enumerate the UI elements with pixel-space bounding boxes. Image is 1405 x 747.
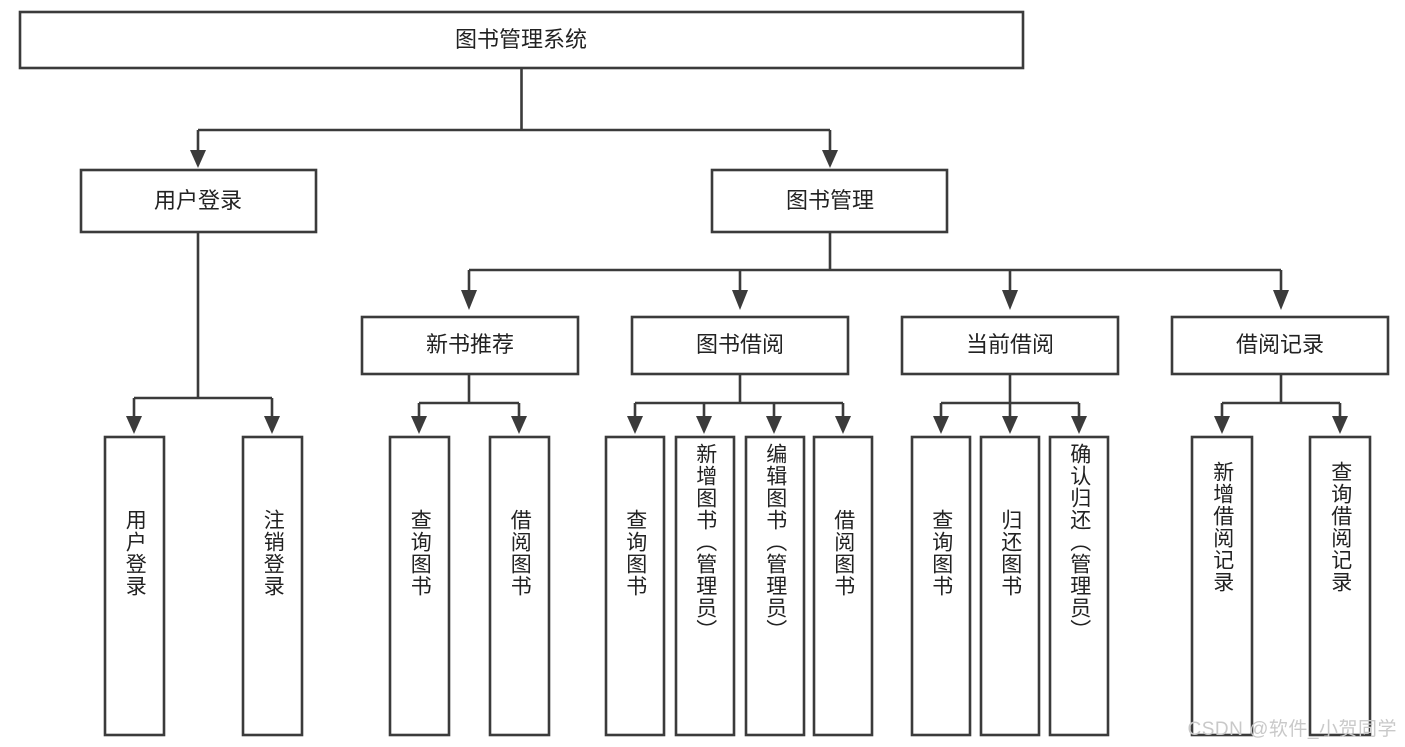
node-book-borrow-label: 图书借阅 [696, 332, 784, 357]
node-leaf-edit-book-box[interactable] [744, 435, 806, 737]
arrow-to-leaf-return-book [1002, 416, 1018, 434]
node-borrow-record-label: 借阅记录 [1236, 332, 1324, 357]
node-leaf-query-record-box[interactable] [1308, 435, 1372, 737]
node-current-borrow-box[interactable] [900, 315, 1120, 376]
node-current-borrow-label: 当前借阅 [966, 332, 1054, 357]
node-root-box[interactable] [18, 10, 1025, 70]
node-book-manage-label: 图书管理 [786, 188, 874, 213]
node-book-manage[interactable]: 图书管理 [710, 168, 949, 234]
arrow-to-leaf-edit-book [766, 416, 782, 434]
node-leaf-confirm-return-box[interactable] [1048, 435, 1110, 737]
arrow-to-leaf-user-login [126, 416, 142, 434]
node-book-manage-box[interactable] [710, 168, 949, 234]
node-leaf-user-login-box[interactable] [103, 435, 166, 737]
arrow-to-book-borrow [732, 290, 748, 310]
node-new-book-recommend-box[interactable] [360, 315, 580, 376]
node-leaf-add-record-box[interactable] [1190, 435, 1254, 737]
node-leaf-borrow-book-1-box[interactable] [488, 435, 551, 737]
node-root-label: 图书管理系统 [455, 27, 587, 52]
node-root[interactable]: 图书管理系统 [18, 10, 1025, 70]
arrow-to-leaf-borrow-book-1 [511, 416, 527, 434]
node-leaf-query-book-3-box[interactable] [910, 435, 972, 737]
arrow-to-book-manage [822, 150, 838, 168]
watermark: CSDN @软件_小贺同学 [1187, 719, 1397, 740]
arrow-to-leaf-query-book-1 [411, 416, 427, 434]
arrow-to-leaf-query-book-3 [933, 416, 949, 434]
node-user-login[interactable]: 用户登录 [79, 168, 318, 234]
arrow-to-leaf-add-record [1214, 416, 1230, 434]
arrow-to-leaf-query-record [1332, 416, 1348, 434]
node-book-borrow[interactable]: 图书借阅 [630, 315, 850, 376]
node-new-book-recommend[interactable]: 新书推荐 [360, 315, 580, 376]
node-leaf-add-book-box[interactable] [674, 435, 736, 737]
arrow-to-borrow-record [1273, 290, 1289, 310]
node-leaf-query-book-1-box[interactable] [388, 435, 451, 737]
node-leaf-return-book-box[interactable] [979, 435, 1041, 737]
node-leaf-query-book-2-box[interactable] [604, 435, 666, 737]
connector-layer [126, 68, 1348, 434]
node-new-book-recommend-label: 新书推荐 [426, 332, 514, 357]
node-borrow-record-box[interactable] [1170, 315, 1390, 376]
arrow-to-leaf-add-book [696, 416, 712, 434]
node-current-borrow[interactable]: 当前借阅 [900, 315, 1120, 376]
arrow-to-leaf-logout-login [264, 416, 280, 434]
arrow-to-leaf-confirm-return [1071, 416, 1087, 434]
arrow-to-user-login [190, 150, 206, 168]
arrow-to-current-borrow [1002, 290, 1018, 310]
node-borrow-record[interactable]: 借阅记录 [1170, 315, 1390, 376]
node-leaf-borrow-book-2-box[interactable] [812, 435, 874, 737]
node-user-login-label: 用户登录 [154, 188, 242, 213]
node-leaf-logout-login-box[interactable] [241, 435, 304, 737]
node-book-borrow-box[interactable] [630, 315, 850, 376]
node-user-login-box[interactable] [79, 168, 318, 234]
arrow-to-leaf-borrow-book-2 [835, 416, 851, 434]
arrow-to-new-book-recommend [461, 290, 477, 310]
arrow-to-leaf-query-book-2 [627, 416, 643, 434]
